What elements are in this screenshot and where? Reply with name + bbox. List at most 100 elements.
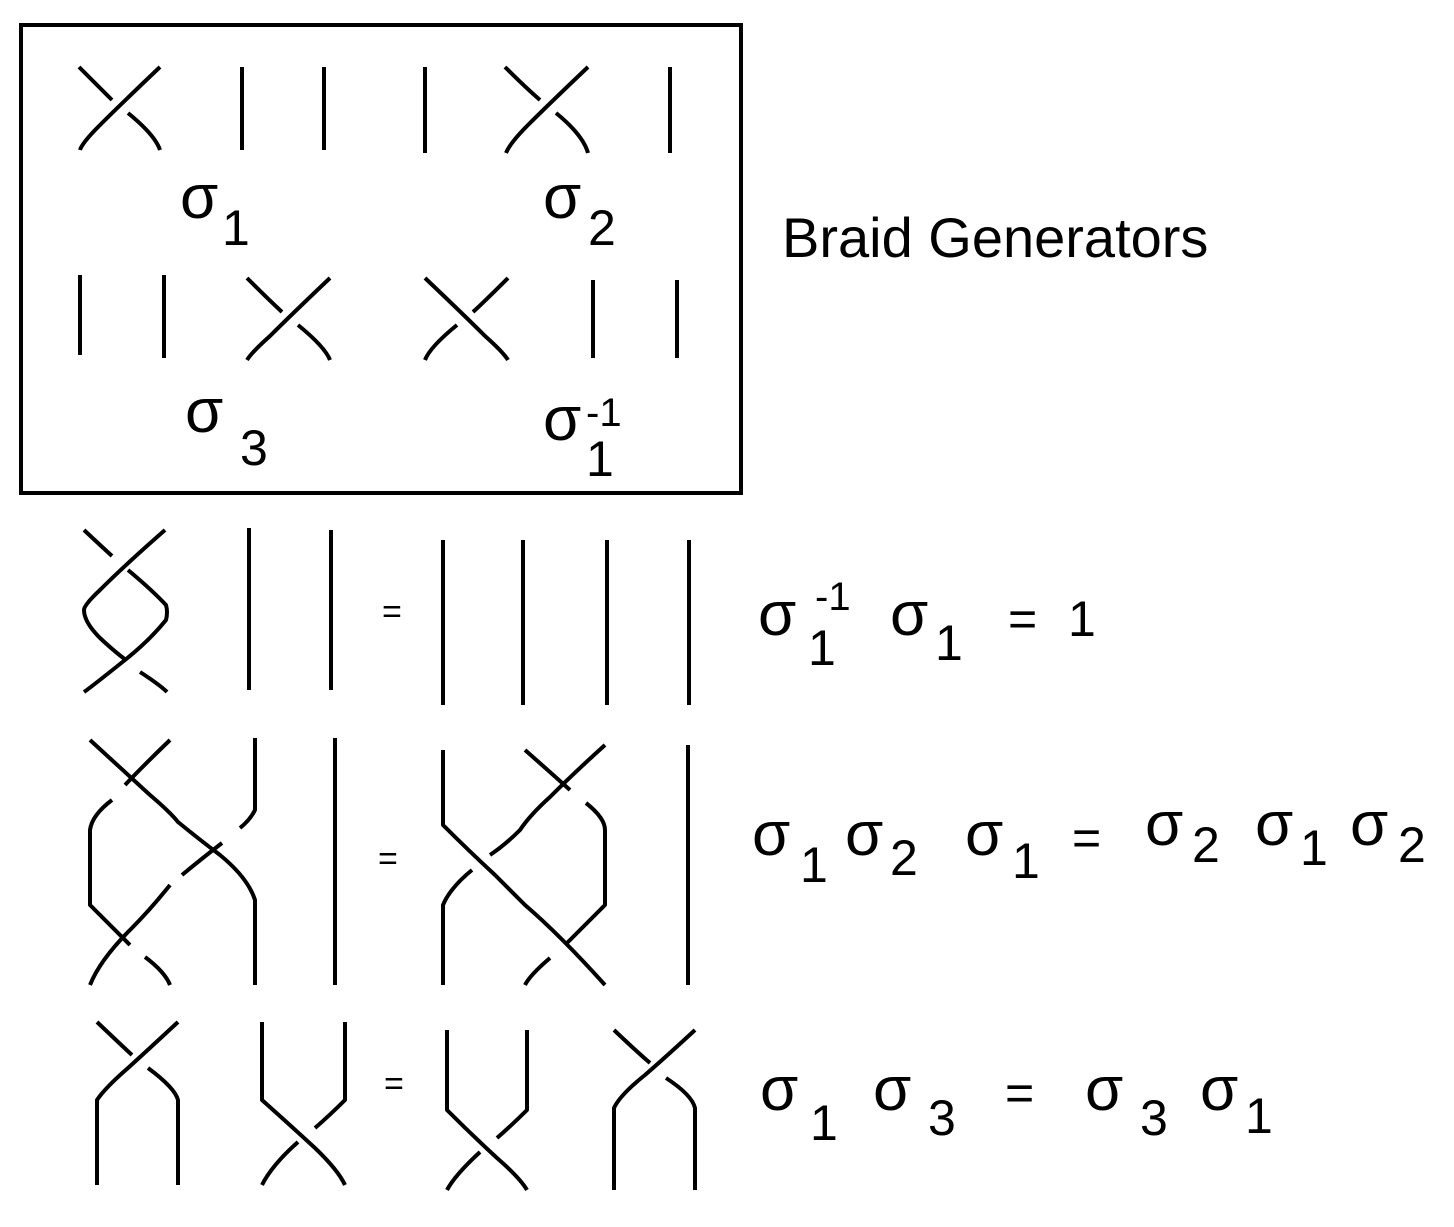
strand [523,748,572,792]
strand [95,1020,180,1185]
strand [180,841,224,877]
formula-subscript: 3 [1140,1090,1168,1146]
formula-subscript: 1 [808,620,836,676]
strand [488,743,607,857]
generator-label-sigma-3: σ 3 [185,377,268,476]
sigma-2-under-strand-bottom [554,111,590,154]
sigma-1-over-strand [78,65,162,151]
strand [88,738,257,985]
generator-subscript: 1 [222,200,250,256]
sigma-2-over-strand [504,65,590,154]
formula-subscript: 1 [1300,820,1328,876]
strand [523,956,552,986]
sigma-3-braid [78,275,332,362]
strand [82,528,167,662]
formula-superscript: -1 [815,575,851,619]
strand [88,883,172,986]
sigma-3-over-strand [245,276,332,362]
generator-label-sigma-1: σ 1 [180,163,250,256]
formula-subscript: 1 [1245,1088,1273,1144]
sigma-2-braid [423,65,672,154]
strand [88,798,132,947]
generator-label-sigma-1-inverse: σ 1 -1 [543,385,622,487]
sigma-1-inverse-under-strand-top [471,276,510,314]
generator-subscript: 2 [588,200,616,256]
sigma-3-under-strand-bottom [296,323,332,361]
formula-sigma: σ [760,1055,798,1124]
formula-sigma: σ [758,580,796,649]
formula-subscript: 1 [1012,833,1040,889]
strand [445,1030,529,1192]
strand [260,1140,300,1186]
relation-2-left-braid [88,738,337,986]
relation-2-formula: σ 1 σ 2 σ 1 = σ 2 σ 1 σ 2 [752,790,1426,893]
generator-sigma: σ [185,377,223,446]
strand [123,738,172,787]
formula-subscript: 2 [1192,817,1220,873]
strand [445,1150,482,1191]
sigma-1-inverse-braid [423,276,679,362]
strand [143,955,172,986]
relation-1-formula: σ -1 1 σ 1 = 1 [758,575,1096,676]
strand [612,1028,697,1190]
sigma-2-under-strand-top [503,65,542,102]
relation-1-left-braid [82,528,333,694]
strand [82,568,169,694]
relation-3-right-braid [445,1028,697,1192]
generator-sigma: σ [543,163,581,232]
formula-sigma: σ [752,800,790,869]
formula-subscript: 2 [1398,817,1426,873]
strand [82,528,114,558]
formula-sigma: σ [1255,790,1293,859]
strand [313,1022,347,1130]
strand [612,1028,652,1065]
relation-3-formula: σ 1 σ 3 = σ 3 σ 1 [760,1055,1273,1151]
generator-label-sigma-2: σ 2 [543,163,616,256]
formula-sigma: σ [1145,790,1183,859]
strand [95,1020,134,1057]
sigma-1-inverse-over-strand [423,276,510,362]
generator-sigma: σ [543,385,581,454]
sigma-1-under-strand-top [77,65,114,102]
generators-box [19,23,743,495]
formula-subscript: 1 [810,1095,838,1151]
relation-3-left-braid [95,1020,347,1186]
strand [441,868,474,985]
formula-sigma: σ [1350,790,1388,859]
relation-1-right-braid [441,540,691,705]
strand [146,1066,180,1185]
formula-subscript: 1 [800,837,828,893]
formula-sigma: σ [873,1055,911,1124]
formula-sigma: σ [845,800,883,869]
generator-sigma: σ [180,163,218,232]
relation-2-picture-equals: = [378,840,398,878]
strand [238,738,257,830]
relation-2-right-braid [441,743,690,987]
formula-rhs: 1 [1068,591,1096,647]
generator-subscript: 1 [586,431,614,487]
generator-subscript: 3 [240,420,268,476]
formula-sigma: σ [965,800,1003,869]
strand [563,801,607,947]
relation-3-picture-equals: = [384,1065,404,1103]
formula-equals: = [1072,810,1101,866]
relation-1-picture-equals: = [382,593,402,631]
strand [138,670,169,694]
formula-sigma: σ [1085,1055,1123,1124]
sigma-1-under-strand-bottom [126,111,162,151]
sigma-1-inverse-under-strand-bottom [423,323,459,361]
sigma-1-braid [77,65,326,151]
diagram-title: Braid Generators [782,206,1208,269]
strand [441,750,607,987]
formula-subscript: 3 [928,1090,956,1146]
strand [495,1030,529,1140]
formula-equals: = [1008,591,1037,647]
generator-superscript: -1 [586,391,622,435]
formula-subscript: 1 [935,615,963,671]
formula-equals: = [1005,1065,1034,1121]
sigma-3-under-strand-top [245,276,284,314]
strand [664,1076,697,1190]
strand [260,1022,347,1186]
formula-sigma: σ [1200,1055,1238,1124]
